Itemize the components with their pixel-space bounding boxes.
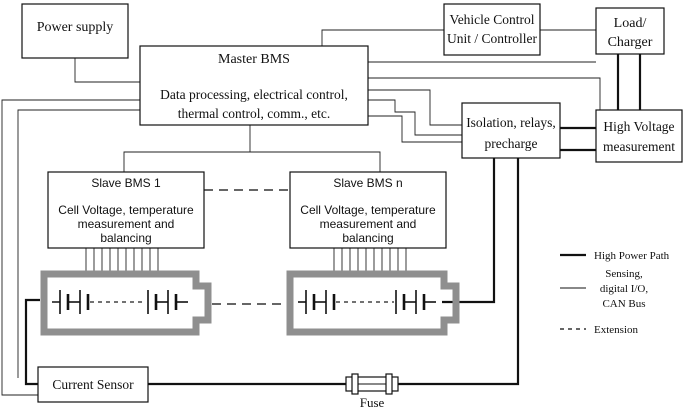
hv-label-line1: High Voltage — [603, 119, 674, 134]
load-label-line2: Charger — [608, 35, 653, 50]
slave1-desc-line1: Cell Voltage, temperature — [58, 203, 194, 217]
vcu-label-line1: Vehicle Control — [449, 12, 534, 27]
slave-bms-n-block: Slave BMS n Cell Voltage, temperature me… — [289, 171, 447, 249]
vcu-label-line2: Unit / Controller — [447, 31, 537, 46]
fuse-symbol: Fuse — [345, 373, 399, 409]
legend-extension: Extension — [594, 324, 638, 336]
legend-high-power: High Power Path — [594, 250, 670, 262]
slaven-desc-line3: balancing — [342, 231, 393, 245]
hv-label-line2: measurement — [603, 139, 675, 154]
slaven-desc-line1: Cell Voltage, temperature — [300, 203, 436, 217]
legend-sensing-line3: CAN Bus — [602, 298, 645, 310]
master-bms-desc-line1: Data processing, electrical control, — [160, 87, 348, 102]
sensing-connections — [1, 29, 601, 396]
fuse-label: Fuse — [360, 395, 385, 409]
master-bms-title: Master BMS — [218, 52, 290, 67]
current-sensor-label: Current Sensor — [52, 377, 134, 392]
slave-bms-1-block: Slave BMS 1 Cell Voltage, temperature me… — [47, 171, 205, 249]
slaven-sense-wires — [333, 248, 407, 272]
slaven-desc-line2: measurement and — [320, 217, 417, 231]
battery-pack-n — [286, 270, 460, 336]
master-bms-block: Master BMS Data processing, electrical c… — [139, 45, 369, 126]
current-sensor-block: Current Sensor — [37, 366, 149, 403]
slave1-title: Slave BMS 1 — [91, 176, 161, 190]
master-bms-desc-line2: thermal control, comm., etc. — [178, 106, 331, 121]
isolation-label-line1: Isolation, relays, — [466, 115, 556, 130]
vehicle-control-unit-block: Vehicle Control Unit / Controller — [443, 3, 541, 56]
slaven-title: Slave BMS n — [333, 176, 402, 190]
power-supply-label: Power supply — [37, 20, 114, 35]
isolation-relays-block: Isolation, relays, precharge — [461, 102, 561, 159]
slave1-desc-line2: measurement and — [78, 217, 175, 231]
slave1-desc-line3: balancing — [100, 231, 151, 245]
hv-measurement-block: High Voltage measurement — [595, 109, 683, 163]
load-charger-block: Load/ Charger — [595, 7, 665, 55]
legend: High Power Path Sensing, digital I/O, CA… — [560, 250, 670, 336]
high-power-path — [24, 54, 642, 386]
slave1-sense-wires — [85, 248, 159, 272]
isolation-label-line2: precharge — [485, 136, 538, 151]
battery-pack-1 — [40, 270, 212, 336]
legend-sensing-line2: digital I/O, — [600, 283, 649, 295]
load-label-line1: Load/ — [614, 16, 647, 31]
power-supply-block: Power supply — [21, 3, 129, 59]
legend-sensing-line1: Sensing, — [605, 268, 643, 280]
